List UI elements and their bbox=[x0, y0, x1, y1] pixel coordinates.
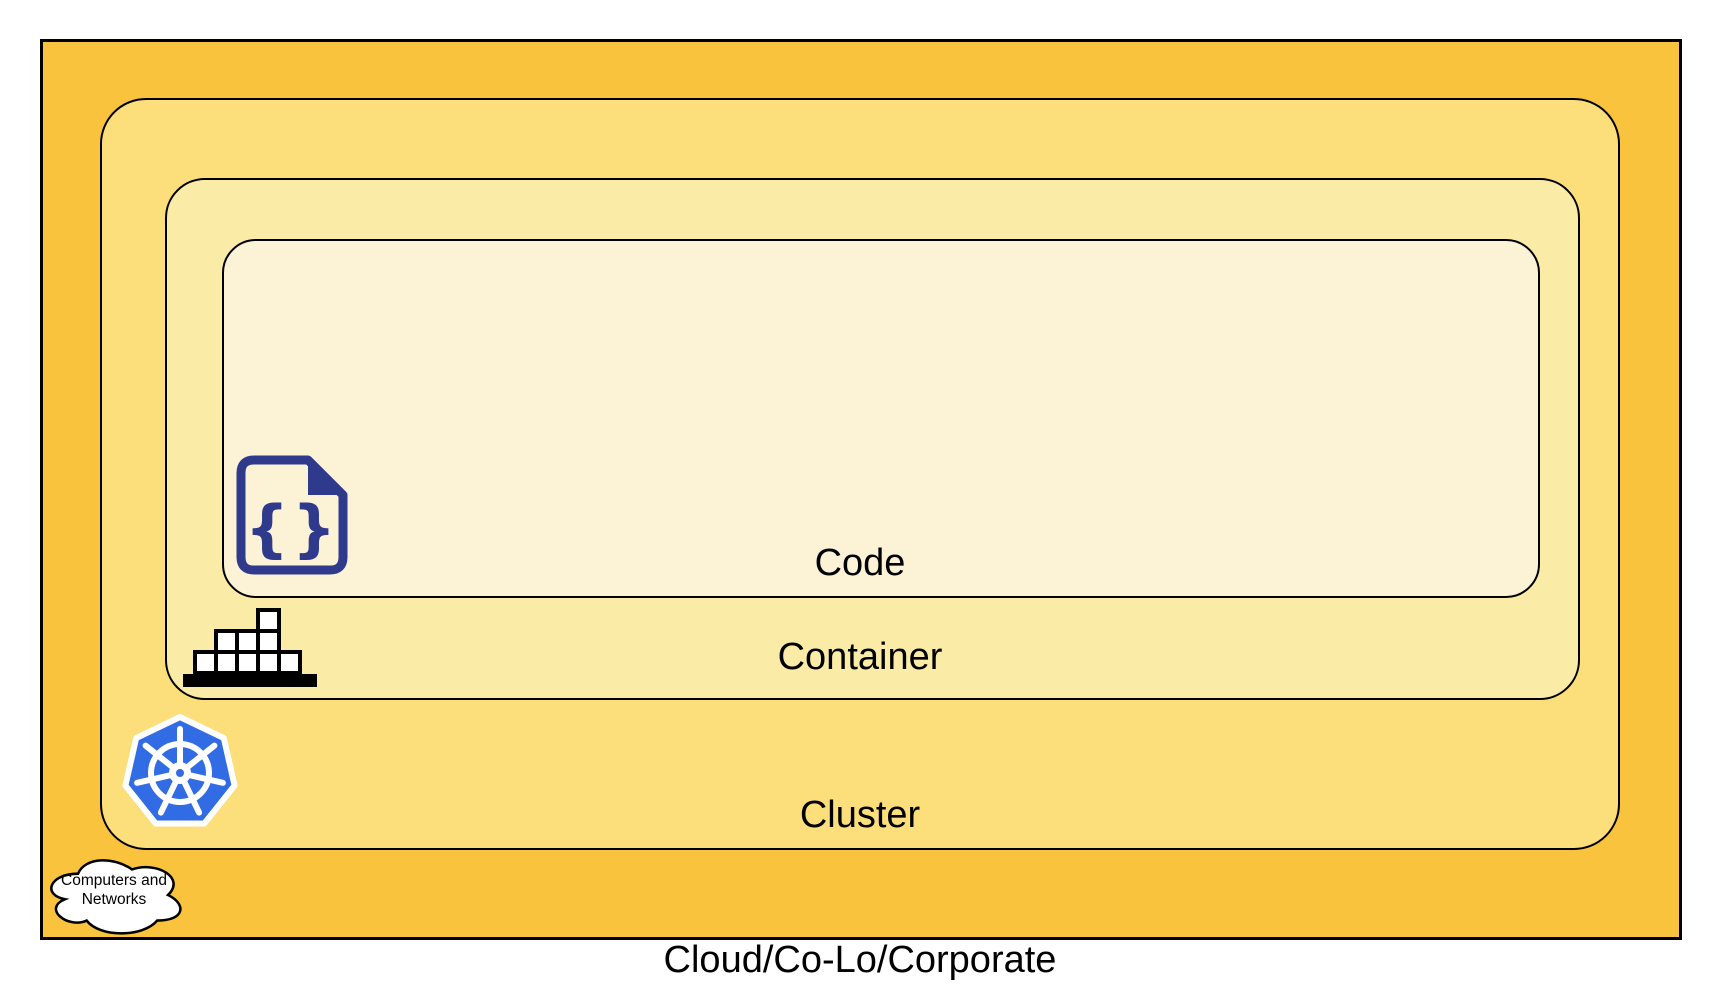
cloud-note-line1: Computers and bbox=[61, 872, 167, 889]
code-braces-glyph: {} bbox=[245, 492, 339, 565]
container-label: Container bbox=[777, 636, 943, 678]
container-blocks-icon bbox=[183, 608, 317, 687]
cloud-note: Computers and Networks bbox=[43, 871, 185, 909]
cloud-note-line2: Networks bbox=[81, 891, 147, 908]
code-file-icon: {} bbox=[236, 455, 348, 575]
code-label: Code bbox=[814, 542, 906, 584]
datacenter-label: Cloud/Co-Lo/Corporate Datacenter bbox=[0, 863, 1720, 992]
container-base-bar bbox=[183, 674, 317, 687]
cloud-icon bbox=[50, 859, 182, 935]
container-blocks-group bbox=[193, 608, 302, 675]
kubernetes-icon bbox=[122, 714, 238, 827]
code-file-fold bbox=[308, 460, 343, 495]
kubernetes-hub-hole bbox=[176, 769, 184, 777]
code-box bbox=[222, 239, 1540, 598]
cluster-label: Cluster bbox=[799, 794, 921, 836]
datacenter-label-line1: Cloud/Co-Lo/Corporate bbox=[663, 939, 1057, 981]
code-file-outline bbox=[236, 455, 348, 575]
cloud-outline bbox=[50, 859, 182, 935]
